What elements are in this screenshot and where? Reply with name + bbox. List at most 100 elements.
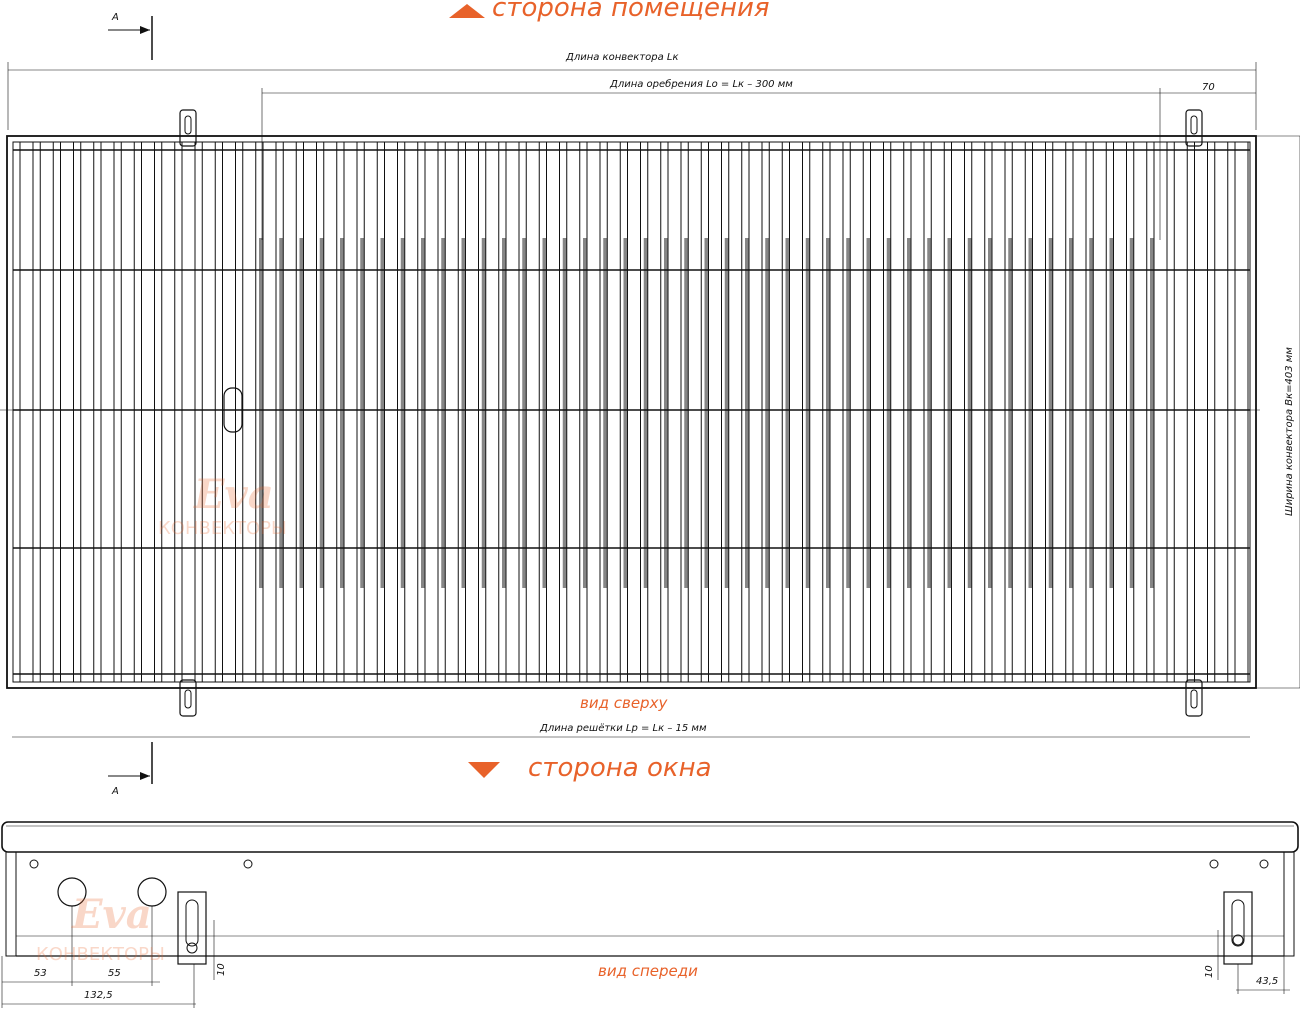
svg-text:Eva: Eva [71, 891, 152, 938]
front-view-label: вид спереди [598, 962, 698, 980]
grille-bar [363, 141, 378, 683]
heat-exchanger-fin [259, 238, 263, 588]
grille-bar [789, 141, 803, 683]
heat-exchanger-fin [279, 238, 284, 588]
down-triangle-icon [468, 762, 500, 778]
heat-exchanger-fin [947, 238, 952, 588]
heat-exchanger-fin [907, 238, 911, 588]
heat-exchanger-fin [583, 238, 587, 588]
grille-bar [1032, 141, 1046, 683]
grille-bar [971, 141, 986, 683]
dimension-bottom-left: 53 55 132,5 10 [1, 906, 227, 1008]
section-mark-top-label: А [111, 12, 119, 23]
brand-watermark-bottom: Eva КОНВЕКТОРЫ [36, 891, 165, 965]
dimension-bottom-right: 10 43,5 [1204, 930, 1290, 994]
heat-exchanger-fin [319, 238, 324, 588]
heat-exchanger-fin [542, 238, 547, 588]
grille-bar [404, 141, 419, 683]
top-view [0, 109, 1260, 717]
heat-exchanger-fin [1028, 238, 1033, 588]
grille-bar [870, 141, 884, 683]
svg-text:Eva: Eva [193, 471, 274, 518]
heat-exchanger-fin [664, 238, 668, 588]
dim-10-right-label: 10 [1204, 965, 1215, 978]
grille-bar [930, 141, 945, 683]
grille-bar [809, 141, 824, 683]
mounting-tab-top-left [179, 109, 197, 147]
grille-bar [627, 141, 641, 683]
heat-exchanger-fin [299, 238, 304, 588]
grille-bar [384, 141, 398, 683]
window-side-label: сторона окна [528, 753, 712, 783]
section-mark-bottom: А [108, 742, 153, 797]
heat-exchanger-fin [502, 238, 506, 588]
grille-bar [485, 141, 500, 683]
grille-bar [343, 141, 358, 683]
grille-bar [586, 141, 601, 683]
heat-exchanger-fin [461, 238, 466, 588]
bracket-left [177, 891, 207, 965]
heat-exchanger-fin [745, 238, 749, 588]
grille-bar [323, 141, 338, 683]
screw-hole-icon [29, 859, 1269, 869]
grille-bar [606, 141, 621, 683]
mounting-tab-bottom-right [1185, 679, 1203, 717]
heat-exchanger-fin [826, 238, 830, 588]
mounting-tab-bottom-left [179, 679, 197, 717]
grille-bar [100, 141, 115, 683]
grille-bar [829, 141, 844, 683]
grille-bar [39, 141, 54, 683]
svg-text:КОНВЕКТОРЫ: КОНВЕКТОРЫ [158, 518, 287, 539]
heat-exchanger-fin [1150, 238, 1154, 588]
svg-text:КОНВЕКТОРЫ: КОНВЕКТОРЫ [36, 944, 165, 965]
heat-exchanger-fin [704, 238, 709, 588]
grille-bar [1113, 141, 1127, 683]
grille-bar [566, 141, 581, 683]
heat-exchanger-fin [1048, 238, 1053, 588]
heat-exchanger-fin [441, 238, 446, 588]
grille-bar [728, 141, 743, 683]
dimension-fin-length: Длина оребрения Lo = Lк – 300 мм 70 [261, 78, 1256, 240]
grille-bar [242, 141, 257, 683]
heat-exchanger-fin [1008, 238, 1013, 588]
fin-length-label: Длина оребрения Lo = Lк – 300 мм [609, 78, 793, 90]
heat-exchanger-fin [421, 238, 425, 588]
heat-exchanger-fin [1109, 238, 1114, 588]
heat-exchanger-fin [967, 238, 972, 588]
grille-bar [1011, 141, 1026, 683]
heat-exchanger-fin [846, 238, 851, 588]
heat-exchanger-fin [805, 238, 810, 588]
grille-bar [19, 141, 34, 683]
grille-bar [424, 141, 439, 683]
heat-exchanger-fin [481, 238, 486, 588]
dim-132-label: 132,5 [84, 990, 113, 1001]
grille-bar [303, 141, 317, 683]
dim-43-label: 43,5 [1256, 976, 1278, 987]
grille-bar [1173, 141, 1188, 683]
grille-bar [1234, 141, 1249, 683]
grille-bar [465, 141, 479, 683]
heat-exchanger-fin [1069, 238, 1073, 588]
grille-bar [1133, 141, 1148, 683]
grille-bar [748, 141, 763, 683]
top-view-label: вид сверху [580, 694, 668, 712]
grille-bar [525, 141, 540, 683]
heat-exchanger-fin [765, 238, 770, 588]
heat-exchanger-fin [927, 238, 932, 588]
grille-bar [505, 141, 520, 683]
heat-exchanger-fin [1089, 238, 1094, 588]
grille-bar [890, 141, 905, 683]
grille-bar [546, 141, 560, 683]
heat-exchanger-fin [785, 238, 790, 588]
grille-bar [991, 141, 1006, 683]
up-triangle-icon [449, 4, 485, 18]
dim-53-label: 53 [34, 968, 47, 979]
section-mark-bottom-label: А [111, 786, 119, 797]
grille-bar [222, 141, 236, 683]
grille-bar [60, 141, 74, 683]
dimension-convector-width: Ширина конвектора Bк=403 мм [1256, 135, 1300, 689]
heat-exchanger-fin [724, 238, 729, 588]
convector-length-label: Длина конвектора Lк [565, 52, 679, 63]
grille-bar [80, 141, 95, 683]
